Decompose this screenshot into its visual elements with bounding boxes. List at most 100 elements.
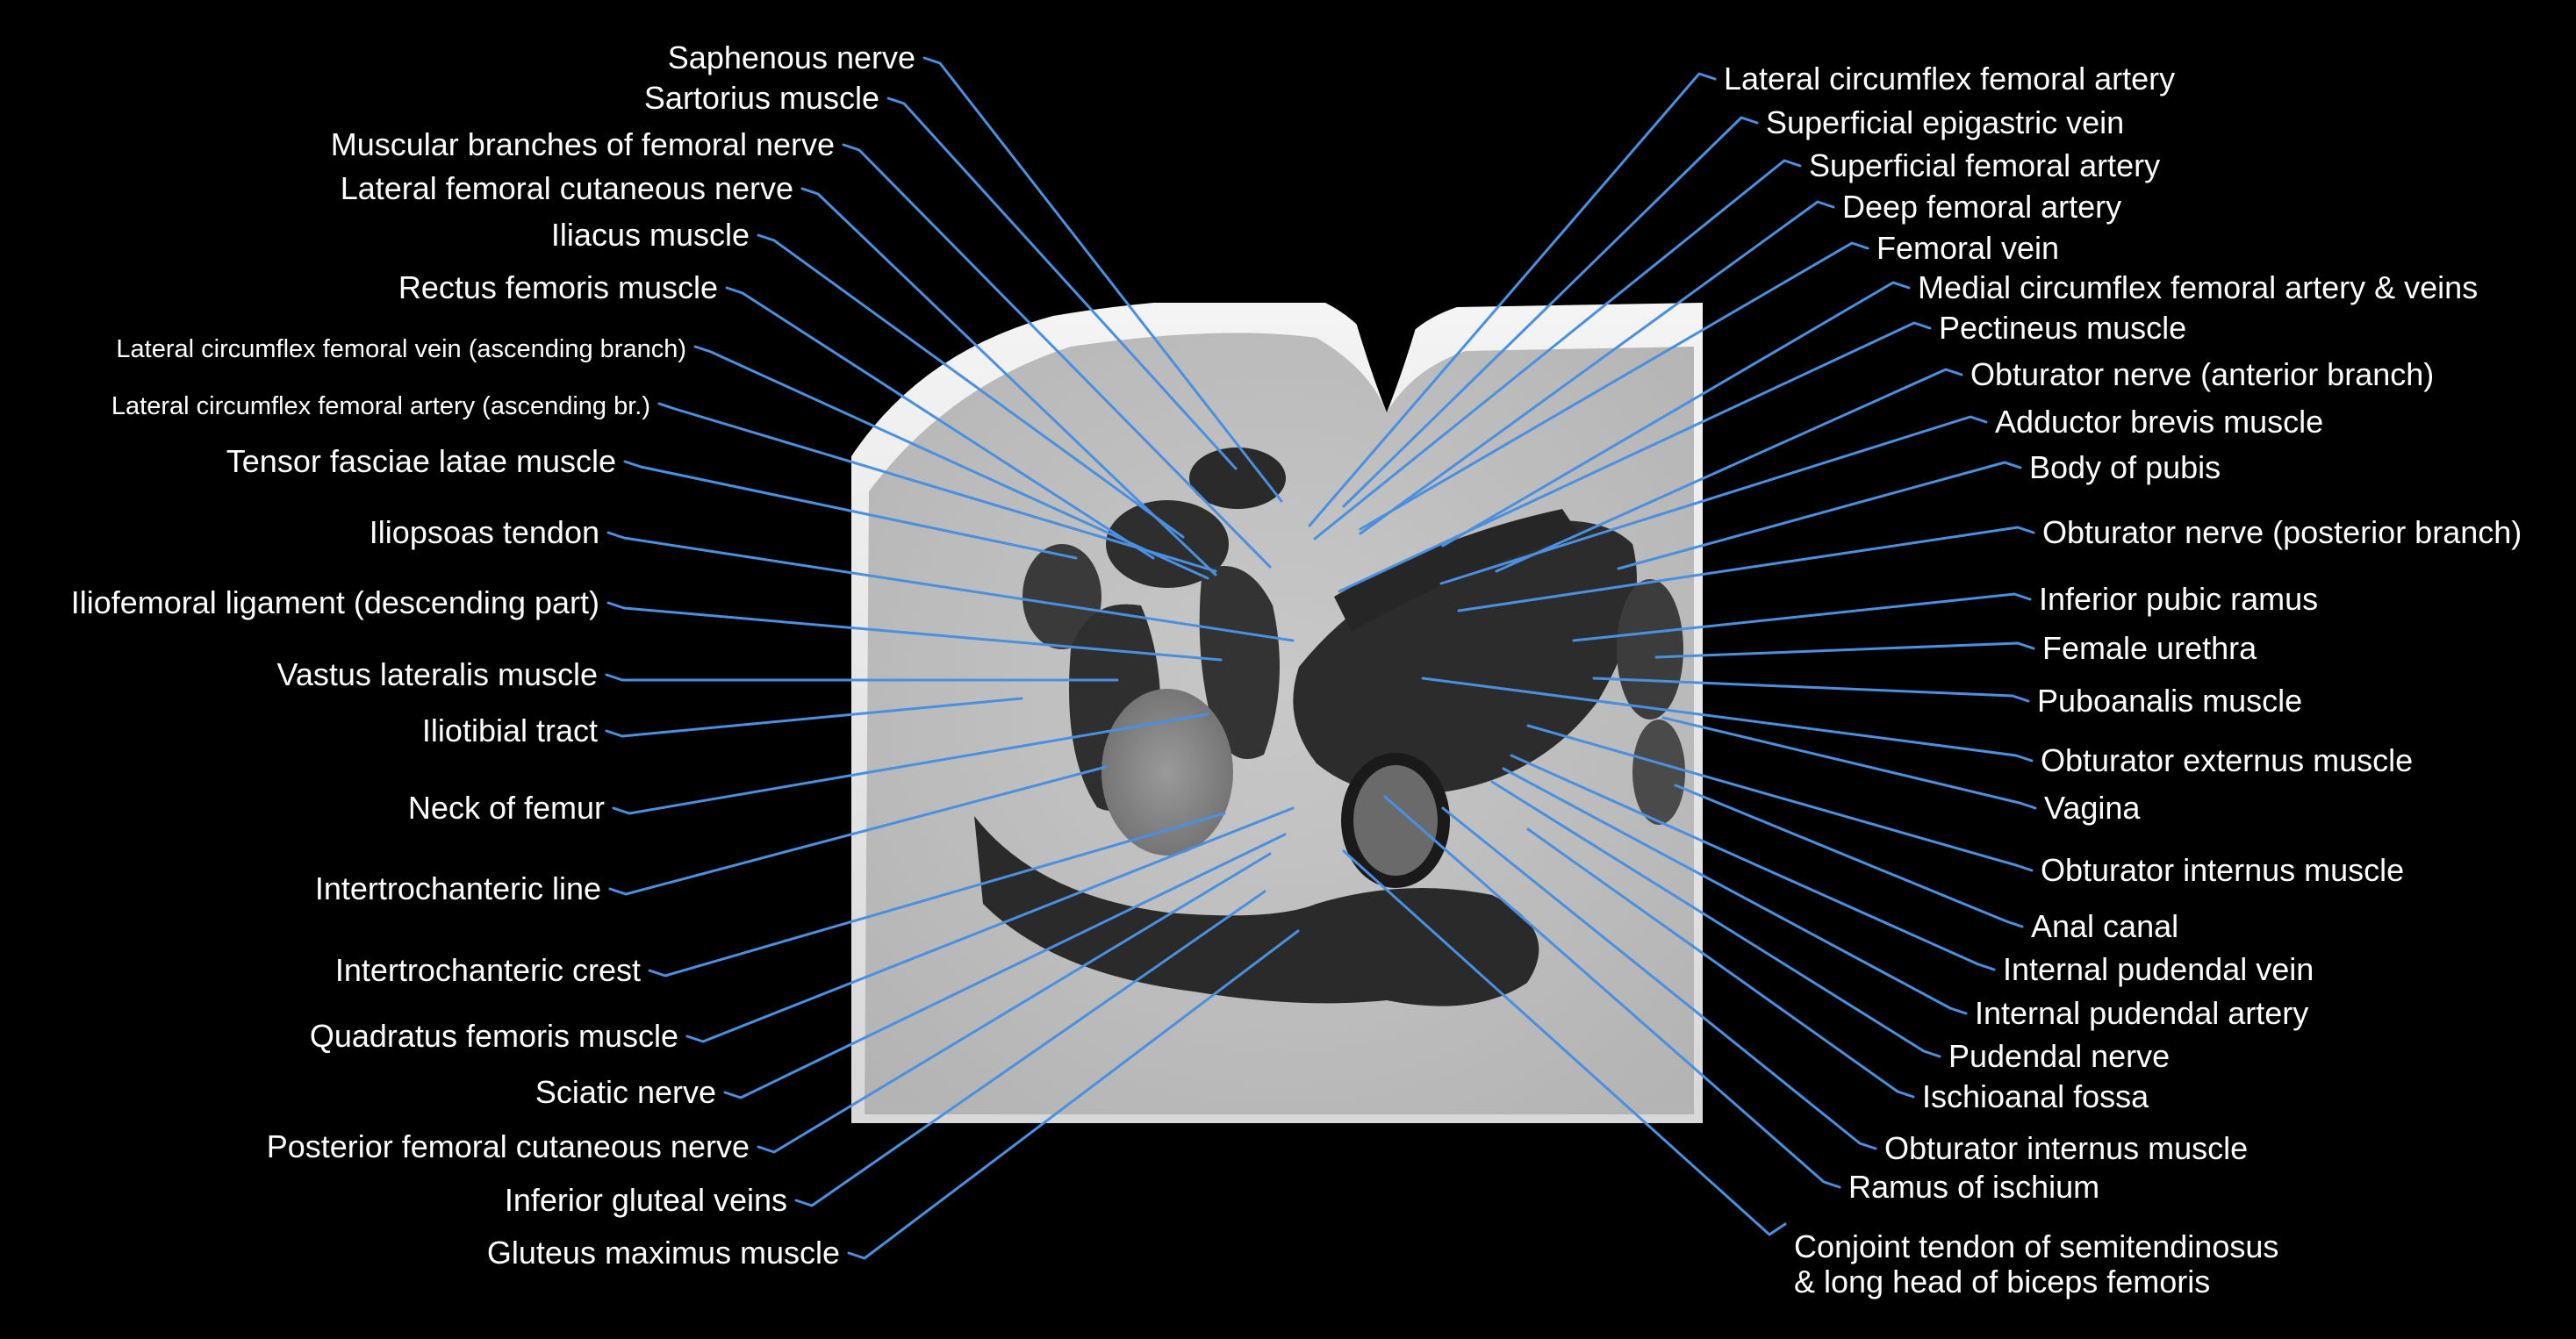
label-obturator-nerve-posterior-branch: Obturator nerve (posterior branch) — [2042, 514, 2522, 550]
label-female-urethra: Female urethra — [2042, 630, 2257, 666]
sartorius-region — [1189, 448, 1286, 509]
leader-line-lateral-circumflex-femoral-artery — [1308, 72, 1717, 527]
label-quadratus-femoris-muscle: Quadratus femoris muscle — [310, 1018, 678, 1054]
leader-line-iliofemoral-ligament-descending-part — [606, 601, 1223, 662]
label-gluteus-maximus-muscle: Gluteus maximus muscle — [487, 1235, 840, 1271]
leader-line-superficial-epigastric-vein — [1342, 116, 1759, 508]
leader-line-saphenous-nerve — [922, 56, 1283, 503]
leader-line-adductor-brevis-muscle — [1439, 415, 1988, 585]
label-long-head-of-biceps-femoris: & long head of biceps femoris — [1794, 1264, 2210, 1300]
leader-line-inferior-pubic-ramus — [1572, 592, 2032, 642]
leader-line-iliotibial-tract — [605, 697, 1023, 738]
label-superficial-femoral-artery: Superficial femoral artery — [1809, 147, 2160, 183]
leader-lines-left — [605, 56, 1300, 1260]
label-sciatic-nerve: Sciatic nerve — [535, 1074, 716, 1110]
label-lateral-circumflex-femoral-artery-ascending-br: Lateral circumflex femoral artery (ascen… — [111, 392, 650, 420]
leader-line-femoral-vein — [1359, 241, 1869, 531]
label-vastus-lateralis-muscle: Vastus lateralis muscle — [277, 656, 598, 692]
leader-line-lateral-circumflex-femoral-artery-ascending-br — [657, 402, 1217, 573]
leader-line-obturator-internus-muscle — [1441, 806, 1877, 1150]
label-iliotibial-tract: Iliotibial tract — [422, 712, 598, 748]
mri-image — [851, 303, 1703, 1123]
label-inferior-gluteal-veins: Inferior gluteal veins — [505, 1182, 787, 1218]
leader-line-puboanalis-muscle — [1592, 677, 2030, 703]
leader-line-vastus-lateralis-muscle — [605, 673, 1119, 682]
leader-line-rectus-femoris-muscle — [725, 286, 1155, 560]
leader-line-obturator-externus-muscle — [1421, 677, 2034, 763]
leader-line-neck-of-femur — [612, 712, 1209, 815]
label-iliopsoas-tendon: Iliopsoas tendon — [370, 514, 599, 550]
leader-line-tensor-fasciae-latae-muscle — [623, 460, 1078, 560]
leader-line-lateral-femoral-cutaneous-nerve — [800, 187, 1217, 576]
label-obturator-nerve-anterior-branch: Obturator nerve (anterior branch) — [1970, 356, 2434, 392]
label-vagina: Vagina — [2044, 790, 2141, 826]
label-lateral-circumflex-femoral-artery: Lateral circumflex femoral artery — [1724, 61, 2175, 97]
leader-line-sartorius-muscle — [886, 97, 1238, 470]
label-femoral-vein: Femoral vein — [1876, 230, 2059, 266]
label-lateral-circumflex-femoral-vein-ascending-branch: Lateral circumflex femoral vein (ascendi… — [116, 335, 686, 363]
label-intertrochanteric-line: Intertrochanteric line — [315, 870, 601, 906]
leader-line-lateral-circumflex-femoral-vein-ascending-branch — [693, 345, 1209, 580]
label-obturator-internus-muscle: Obturator internus muscle — [1884, 1130, 2248, 1166]
labels-right: Lateral circumflex femoral arterySuperfi… — [1724, 61, 2522, 1300]
label-sartorius-muscle: Sartorius muscle — [644, 80, 879, 116]
label-body-of-pubis: Body of pubis — [2029, 449, 2221, 485]
femur-region — [1101, 689, 1233, 856]
label-pectineus-muscle: Pectineus muscle — [1939, 310, 2186, 346]
leader-line-iliopsoas-tendon — [606, 531, 1295, 642]
label-posterior-femoral-cutaneous-nerve: Posterior femoral cutaneous nerve — [267, 1128, 750, 1164]
leader-line-superficial-femoral-artery — [1313, 159, 1802, 541]
label-anal-canal: Anal canal — [2031, 908, 2178, 944]
leader-line-gluteus-maximus-muscle — [847, 929, 1300, 1260]
label-obturator-internus-muscle: Obturator internus muscle — [2041, 852, 2404, 888]
adductor-region — [1293, 520, 1637, 795]
leader-line-muscular-branches-of-femoral-nerve — [842, 143, 1272, 569]
leader-line-quadratus-femoris-muscle — [685, 806, 1295, 1043]
leader-line-pectineus-muscle — [1338, 321, 1932, 593]
leader-line-obturator-nerve-posterior-branch — [1457, 526, 2035, 612]
label-medial-circumflex-femoral-artery-veins: Medial circumflex femoral artery & veins — [1918, 269, 2478, 305]
leader-line-anal-canal — [1674, 784, 2024, 928]
label-inferior-pubic-ramus: Inferior pubic ramus — [2039, 581, 2318, 617]
leader-line-posterior-femoral-cutaneous-nerve — [757, 852, 1272, 1154]
leader-line-conjoint-tendon-of-semitendinosus — [1342, 849, 1787, 1236]
leader-line-intertrochanteric-line — [608, 765, 1108, 896]
label-saphenous-nerve: Saphenous nerve — [668, 39, 915, 75]
leader-line-pudendal-nerve — [1490, 780, 1941, 1058]
leader-line-female-urethra — [1654, 641, 2035, 659]
leader-lines-right — [1308, 72, 2037, 1236]
label-puboanalis-muscle: Puboanalis muscle — [2037, 683, 2302, 719]
leader-line-iliacus-muscle — [757, 233, 1185, 539]
leader-line-internal-pudendal-vein — [1510, 754, 1996, 971]
label-conjoint-tendon-of-semitendinosus: Conjoint tendon of semitendinosus — [1794, 1228, 2278, 1264]
leader-line-body-of-pubis — [1617, 461, 2022, 570]
label-muscular-branches-of-femoral-nerve: Muscular branches of femoral nerve — [331, 126, 835, 162]
leader-line-deep-femoral-artery — [1359, 200, 1835, 535]
label-internal-pudendal-artery: Internal pudendal artery — [1975, 995, 2308, 1031]
leader-line-medial-circumflex-femoral-artery-veins — [1441, 281, 1911, 548]
label-deep-femoral-artery: Deep femoral artery — [1842, 189, 2121, 225]
leader-line-obturator-nerve-anterior-branch — [1495, 368, 1963, 573]
label-tensor-fasciae-latae-muscle: Tensor fasciae latae muscle — [226, 443, 616, 479]
label-lateral-femoral-cutaneous-nerve: Lateral femoral cutaneous nerve — [341, 170, 793, 206]
label-rectus-femoris-muscle: Rectus femoris muscle — [398, 269, 718, 305]
label-superficial-epigastric-vein: Superficial epigastric vein — [1766, 104, 2124, 140]
label-intertrochanteric-crest: Intertrochanteric crest — [335, 952, 641, 988]
label-obturator-externus-muscle: Obturator externus muscle — [2041, 742, 2413, 778]
label-ramus-of-ischium: Ramus of ischium — [1848, 1169, 2099, 1205]
label-internal-pudendal-vein: Internal pudendal vein — [2003, 951, 2314, 987]
leader-line-sciatic-nerve — [723, 833, 1287, 1099]
leader-line-internal-pudendal-artery — [1502, 767, 1968, 1015]
leader-line-vagina — [1661, 716, 2037, 810]
label-adductor-brevis-muscle: Adductor brevis muscle — [1995, 404, 2323, 440]
leader-line-ramus-of-ischium — [1383, 795, 1841, 1189]
label-iliofemoral-ligament-descending-part: Iliofemoral ligament (descending part) — [71, 584, 599, 620]
label-ischioanal-fossa: Ischioanal fossa — [1922, 1078, 2149, 1114]
label-iliacus-muscle: Iliacus muscle — [551, 217, 750, 253]
tensor-fasciae-latae-region — [1023, 544, 1101, 649]
label-neck-of-femur: Neck of femur — [408, 790, 605, 826]
leader-line-inferior-gluteal-veins — [794, 890, 1266, 1207]
leader-line-ischioanal-fossa — [1526, 827, 1915, 1099]
